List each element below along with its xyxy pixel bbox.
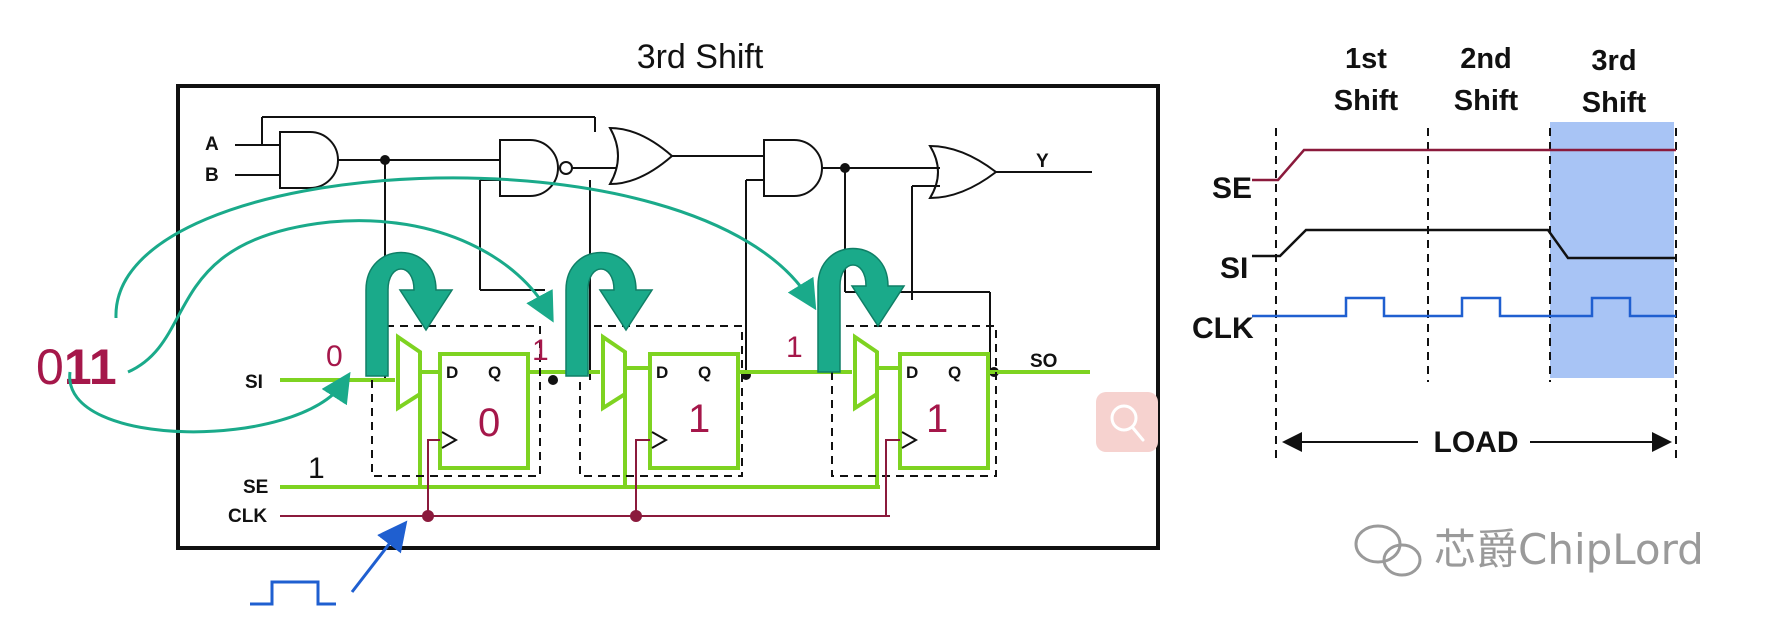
junction-dot [380, 155, 390, 165]
scan-cell-1 [371, 325, 541, 477]
flip-flop-3 [898, 352, 990, 470]
si-signal-label: SI [1220, 252, 1248, 285]
watermark: 芯爵ChipLord [1354, 524, 1704, 577]
shift-3-label-bottom: Shift [1582, 87, 1647, 119]
or-gate-1 [608, 126, 674, 186]
shift-arrow-2 [565, 251, 654, 377]
clock-junction [422, 510, 434, 522]
inverter-bubble [559, 161, 573, 175]
ff1-q-label: Q [488, 363, 501, 382]
clk-pin-label: CLK [228, 506, 267, 527]
and-gate-2 [499, 139, 559, 197]
junction-dot [548, 375, 558, 385]
bit-route-arrow-3 [114, 176, 817, 319]
flip-flop-1 [438, 352, 530, 470]
ff2-q-label: Q [698, 363, 711, 382]
clock-pointer-arrow [350, 520, 408, 593]
search-icon [1110, 404, 1138, 432]
scan-cell-2 [579, 325, 743, 477]
scan-input-sequence: 011 [36, 339, 117, 395]
incoming-bit-2: 1 [532, 334, 549, 367]
shift-1-label-top: 1st [1345, 43, 1387, 75]
third-shift-highlight [1550, 122, 1674, 378]
scan-mux-1 [396, 333, 422, 412]
se-signal-label: SE [1212, 172, 1252, 205]
search-overlay-button[interactable] [1096, 392, 1158, 452]
flip-flop-2 [648, 352, 740, 470]
si-waveform [1252, 228, 1676, 260]
and-gate-1 [279, 131, 339, 189]
se-pin-label: SE [243, 477, 268, 498]
bit-route-arrow-2 [127, 219, 554, 374]
clock-edge-3 [901, 431, 919, 449]
se-value: 1 [308, 452, 325, 485]
ff3-state: 1 [926, 397, 948, 441]
ff1-state: 0 [478, 401, 500, 445]
shift-arrow-3 [817, 247, 906, 373]
shift-3-label-top: 3rd [1591, 45, 1636, 77]
shift-2-label-top: 2nd [1460, 43, 1512, 75]
clock-net [280, 439, 900, 517]
ff2-state: 1 [688, 397, 710, 441]
load-label: LOAD [1434, 426, 1519, 459]
clock-edge-1 [441, 431, 459, 449]
scan-mux-2 [601, 333, 627, 412]
ff3-d-label: D [906, 363, 918, 382]
diagram-title: 3rd Shift [637, 38, 764, 76]
scan-mux-3 [853, 333, 879, 412]
bit-route-arrow-1 [68, 371, 351, 434]
junction-dot [840, 163, 850, 173]
se-waveform [1252, 148, 1676, 182]
si-pin-label: SI [245, 372, 263, 393]
or-gate-2 [928, 144, 998, 200]
shift-arrow-1 [365, 251, 454, 377]
so-pin-label: SO [1030, 351, 1057, 372]
incoming-bit-3: 1 [786, 331, 803, 364]
clock-edge-2 [651, 431, 669, 449]
ff1-d-label: D [446, 363, 458, 382]
scan-path [280, 333, 1090, 489]
wechat-icon [1354, 524, 1422, 577]
clock-junction [630, 510, 642, 522]
combinational-logic [235, 116, 1092, 380]
ff3-q-label: Q [948, 363, 961, 382]
clk-signal-label: CLK [1192, 312, 1254, 345]
input-a-label: A [205, 134, 219, 155]
output-y-label: Y [1036, 151, 1049, 172]
clock-pulse-icon [250, 580, 336, 606]
shift-2-label-bottom: Shift [1454, 85, 1519, 117]
incoming-bit-1: 0 [326, 340, 343, 373]
watermark-text: 芯爵ChipLord [1434, 525, 1704, 574]
ff2-d-label: D [656, 363, 668, 382]
input-b-label: B [205, 165, 219, 186]
and-gate-3 [763, 139, 823, 197]
shift-1-label-bottom: Shift [1334, 85, 1399, 117]
clk-waveform [1252, 296, 1676, 318]
circuit-frame [176, 84, 1160, 550]
scan-cell-3 [831, 325, 997, 477]
